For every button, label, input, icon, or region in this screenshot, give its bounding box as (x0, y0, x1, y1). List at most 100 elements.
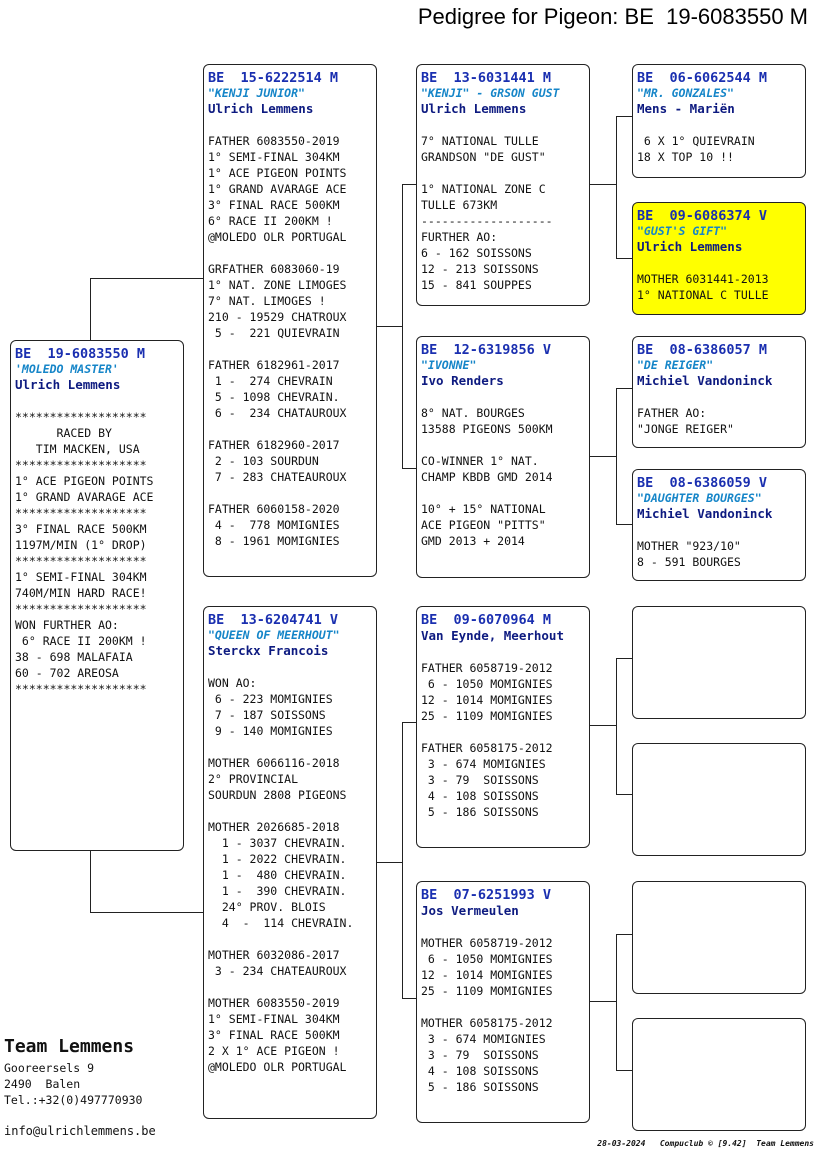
performance-line: 5 - 186 SOISSONS (421, 1080, 539, 1094)
performance-line: @MOLEDO OLR PORTUGAL (208, 1060, 347, 1074)
performance-line: 1° NATIONAL C TULLE (637, 288, 769, 302)
card-empty[interactable] (632, 1018, 806, 1131)
performance-line: 740M/MIN HARD RACE! (15, 586, 147, 600)
performance-line: 7 - 187 SOISSONS (208, 708, 326, 722)
pigeon-name: 'MOLEDO MASTER' (15, 362, 119, 376)
address-phone: Tel.:+32(0)497770930 (4, 1093, 143, 1107)
performance-line: 3 - 674 MOMIGNIES (421, 1032, 546, 1046)
performance-line: 13588 PIGEONS 500KM (421, 422, 553, 436)
card-fmf[interactable]: BE 08-6386057 M"DE REIGER"Michiel Vandon… (632, 336, 806, 448)
card-fmm[interactable]: BE 08-6386059 V"DAUGHTER BOURGES"Michiel… (632, 469, 806, 581)
footer-credit: 28-03-2024 Compuclub © [9.42] Team Lemme… (597, 1139, 814, 1148)
performance-line: 1 - 390 CHEVRAIN. (208, 884, 347, 898)
performance-line (208, 979, 372, 995)
pigeon-name: "DE REIGER" (637, 358, 714, 372)
performance-line: 5 - 1098 CHEVRAIN. (208, 390, 340, 404)
performance-list: WON AO: 6 - 223 MOMIGNIES 7 - 187 SOISSO… (208, 675, 372, 1075)
performance-line: FATHER 6060158-2020 (208, 502, 340, 516)
performance-line: 4 - 108 SOISSONS (421, 789, 539, 803)
card-ffm-highlighted[interactable]: BE 09-6086374 V"GUST'S GIFT"Ulrich Lemme… (632, 202, 806, 315)
performance-line: 1197M/MIN (1° DROP) (15, 538, 147, 552)
performance-line: RACED BY (15, 426, 112, 440)
breeder-name: Mens - Mariën (637, 101, 735, 116)
performance-line: 9 - 140 MOMIGNIES (208, 724, 333, 738)
card-empty[interactable] (632, 881, 806, 994)
performance-line: 1 - 480 CHEVRAIN. (208, 868, 347, 882)
performance-list: ******************* RACED BY TIM MACKEN,… (15, 409, 179, 697)
performance-line: 1° SEMI-FINAL 304KM (208, 150, 340, 164)
performance-line: 12 - 1014 MOMIGNIES (421, 968, 553, 982)
card-mother[interactable]: BE 13-6204741 V"QUEEN OF MEERHOUT"Sterck… (203, 606, 377, 1119)
page-title: Pedigree for Pigeon: BE 19-6083550 M (417, 4, 808, 29)
performance-line: MOTHER 6058719-2012 (421, 936, 553, 950)
connector-line (402, 722, 416, 723)
performance-line (421, 485, 585, 501)
ring-number: BE 13-6204741 V (208, 612, 339, 628)
connector-line (616, 1070, 632, 1071)
card-empty[interactable] (632, 743, 806, 856)
performance-line: 3° FINAL RACE 500KM (208, 198, 340, 212)
connector-line (616, 258, 632, 259)
breeder-name: Jos Vermeulen (421, 903, 519, 918)
connector-line (376, 326, 402, 327)
performance-line: 1° NATIONAL ZONE C (421, 182, 546, 196)
connector-line (90, 912, 204, 913)
performance-line: 4 - 778 MOMIGNIES (208, 518, 340, 532)
connector-line (402, 722, 403, 998)
performance-line: 6° RACE II 200KM ! (15, 634, 147, 648)
breeder-name: Ulrich Lemmens (421, 101, 527, 116)
performance-line: MOTHER 2026685-2018 (208, 820, 340, 834)
performance-line: 7° NAT. LIMOGES ! (208, 294, 326, 308)
card-subject[interactable]: BE 19-6083550 M'MOLEDO MASTER'Ulrich Lem… (10, 340, 184, 851)
performance-line: "JONGE REIGER" (637, 422, 734, 436)
connector-line (616, 388, 617, 524)
card-father[interactable]: BE 15-6222514 M"KENJI JUNIOR"Ulrich Lemm… (203, 64, 377, 577)
performance-line: 3 - 79 SOISSONS (421, 1048, 539, 1062)
ring-number: BE 15-6222514 M (208, 70, 339, 86)
breeder-name: Ulrich Lemmens (637, 239, 743, 254)
connector-line (589, 725, 616, 726)
connector-line (402, 184, 403, 468)
connector-line (616, 658, 632, 659)
breeder-name: Van Eynde, Meerhout (421, 628, 564, 643)
performance-line: 6 - 234 CHATAUROUX (208, 406, 347, 420)
performance-line: MOTHER 6083550-2019 (208, 996, 340, 1010)
breeder-name: Michiel Vandoninck (637, 506, 773, 521)
performance-line: FATHER AO: (637, 406, 707, 420)
performance-line: ******************* (15, 682, 147, 696)
performance-line: 6° RACE II 200KM ! (208, 214, 333, 228)
performance-line: 3° FINAL RACE 500KM (208, 1028, 340, 1042)
performance-line: GMD 2013 + 2014 (421, 534, 525, 548)
performance-line: 2° PROVINCIAL (208, 772, 299, 786)
performance-line: 1 - 2022 CHEVRAIN. (208, 852, 347, 866)
performance-line: 25 - 1109 MOMIGNIES (421, 709, 553, 723)
performance-line: 38 - 698 MALAFAIA (15, 650, 133, 664)
performance-list: MOTHER 6031441-2013 1° NATIONAL C TULLE (637, 271, 801, 303)
connector-line (376, 862, 402, 863)
performance-line: 2 X 1° ACE PIGEON ! (208, 1044, 340, 1058)
performance-line: 1 - 3037 CHEVRAIN. (208, 836, 347, 850)
performance-line: ACE PIGEON "PITTS" (421, 518, 546, 532)
performance-line: 15 - 841 SOUPPES (421, 278, 532, 292)
performance-line: MOTHER 6031441-2013 (637, 272, 769, 286)
email-link[interactable]: info@ulrichlemmens.be (4, 1124, 156, 1138)
performance-line: ******************* (15, 602, 147, 616)
card-empty[interactable] (632, 606, 806, 719)
performance-line: CHAMP KBDB GMD 2014 (421, 470, 553, 484)
card-fff[interactable]: BE 06-6062544 M"MR. GONZALES"Mens - Mari… (632, 64, 806, 178)
connector-line (616, 794, 632, 795)
performance-line: 1° SEMI-FINAL 304KM (208, 1012, 340, 1026)
performance-line: 8 - 591 BOURGES (637, 555, 741, 569)
performance-line: ******************* (15, 458, 147, 472)
connector-line (90, 278, 204, 279)
performance-line (208, 485, 372, 501)
performance-line: GRFATHER 6083060-19 (208, 262, 340, 276)
performance-line: 1° NAT. ZONE LIMOGES (208, 278, 347, 292)
performance-line: WON AO: (208, 676, 257, 690)
